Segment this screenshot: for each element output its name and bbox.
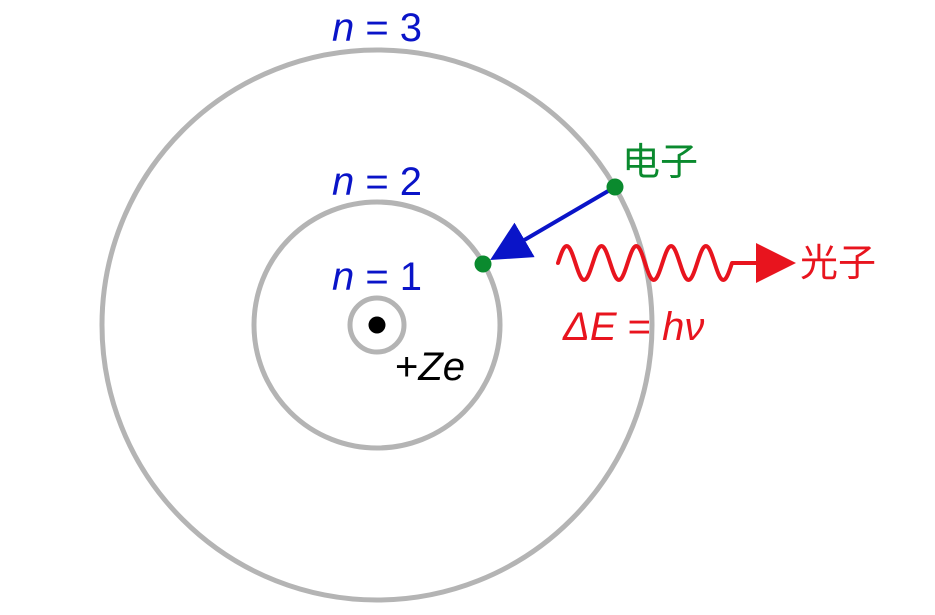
orbit-label-n2-variable: n — [332, 160, 354, 204]
orbit-n2 — [251, 199, 503, 451]
orbit-label-n1: n = 1 — [332, 255, 422, 299]
transition-arrow — [490, 185, 617, 261]
electron-label: 电子 — [622, 142, 698, 184]
orbit-label-n2: n = 2 — [332, 160, 422, 204]
nucleus-charge-sign: + — [395, 345, 418, 389]
energy-frequency-nu: ν — [684, 305, 704, 349]
orbit-label-n2-value: = 2 — [354, 160, 422, 204]
orbit-n1 — [347, 295, 407, 355]
photon-energy-equation: ΔE = hν — [562, 305, 704, 349]
nucleus — [368, 316, 386, 334]
orbit-label-n3-variable: n — [332, 6, 354, 50]
orbit-label-n1-variable: n — [332, 255, 354, 299]
electron-final — [474, 255, 492, 273]
energy-delta-e: ΔE — [562, 305, 618, 349]
energy-planck-h: h — [662, 305, 684, 349]
electron-initial — [606, 178, 624, 196]
orbit-label-n3: n = 3 — [332, 6, 422, 50]
orbit-n3 — [99, 47, 655, 603]
energy-equals: = — [617, 305, 663, 349]
orbit-label-n3-value: = 3 — [354, 6, 422, 50]
photon-label: 光子 — [800, 243, 876, 285]
nucleus-charge-symbol: Ze — [417, 345, 465, 389]
orbit-label-n1-value: = 1 — [354, 255, 422, 299]
photon-wave — [556, 243, 734, 283]
nucleus-charge-label: +Ze — [395, 345, 465, 389]
